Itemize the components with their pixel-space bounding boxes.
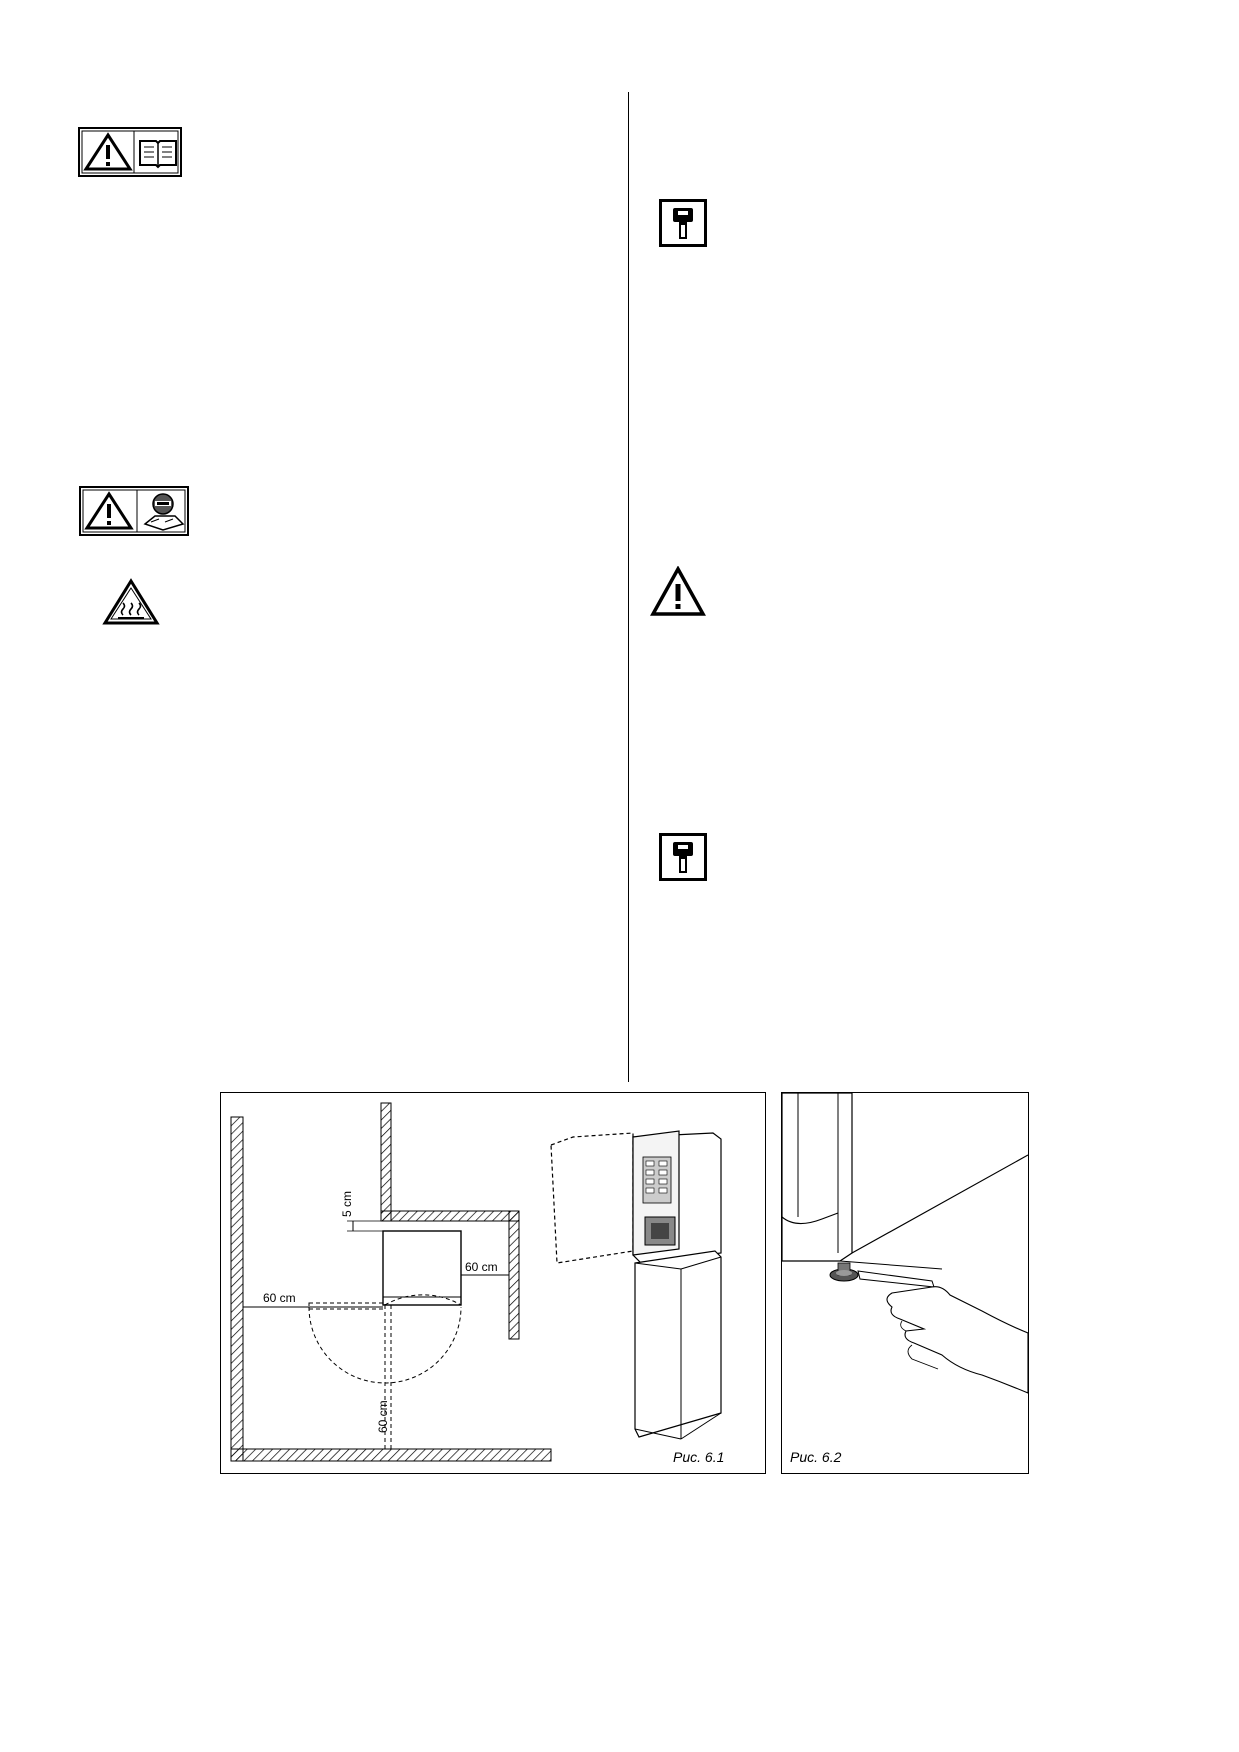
vending-machine-illustration: [550, 1130, 722, 1440]
key-icon: [659, 833, 707, 886]
manual-book-icon: [139, 140, 177, 169]
warning-disposal-icon-group: [79, 486, 189, 541]
dim-front-gap: 60 cm: [376, 1400, 390, 1433]
figure-6-1: 5 cm 60 cm 60 cm 60 cm: [220, 1092, 766, 1474]
hot-surface-icon: [102, 578, 160, 631]
warning-triangle-icon: [84, 491, 134, 530]
wall-bottom: [230, 1448, 552, 1462]
dim-top-gap: 5 cm: [340, 1191, 354, 1217]
warning-manual-icon-group: [78, 127, 182, 182]
key-icon: [659, 199, 707, 252]
warning-triangle-icon: [650, 565, 706, 623]
column-divider: [628, 92, 629, 1082]
warning-triangle-icon: [83, 132, 133, 171]
disposal-icon: [143, 493, 185, 531]
figure-6-2: Рис. 6.2: [781, 1092, 1029, 1474]
dim-right-gap: 60 cm: [465, 1260, 498, 1274]
leveling-foot-illustration: [782, 1093, 1028, 1394]
figure-caption: Рис. 6.1: [673, 1449, 725, 1465]
wall-left: [230, 1116, 244, 1462]
machine-plan-outline: [382, 1230, 462, 1306]
figure-caption: Рис. 6.2: [790, 1449, 842, 1465]
dim-left-gap: 60 cm: [263, 1291, 296, 1305]
installation-clearance-diagram: 5 cm 60 cm 60 cm 60 cm: [230, 1102, 722, 1462]
